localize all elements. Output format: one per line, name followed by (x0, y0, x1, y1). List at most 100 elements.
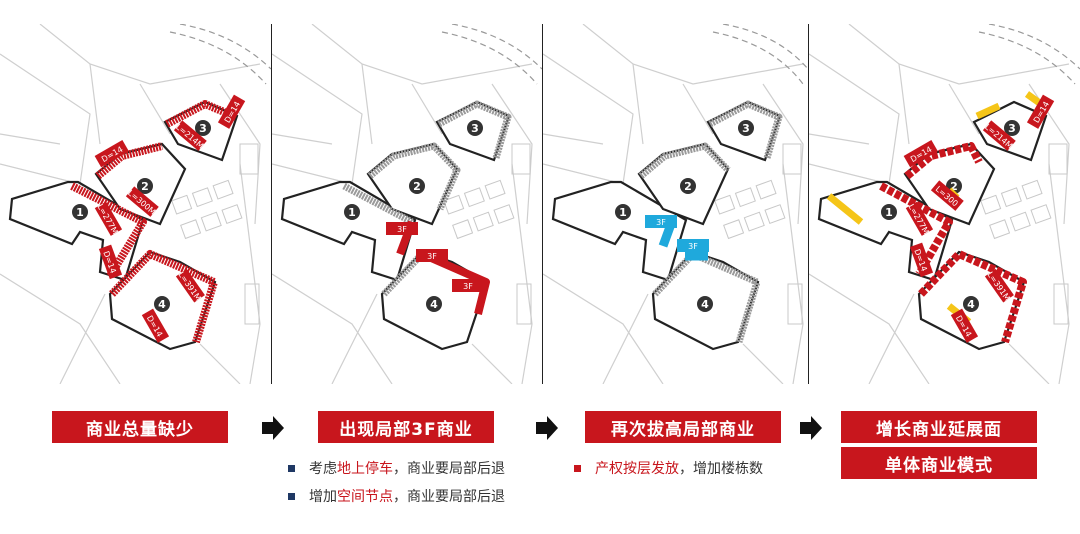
plan-label: 3F (416, 249, 448, 262)
plan-label-bg (175, 268, 205, 303)
commercial-strip (381, 251, 425, 297)
neighbor-building (191, 187, 213, 208)
plan-label-text: 3F (427, 252, 437, 261)
plan-label-text: 3F (688, 242, 698, 251)
road-line (543, 53, 634, 185)
road-line (898, 63, 910, 145)
bullet-square-icon (574, 464, 581, 472)
neighbor-building (212, 179, 234, 200)
neighbor-building (452, 219, 474, 240)
dashed-road (978, 31, 1076, 85)
plot-number: 1 (348, 206, 356, 219)
neighbor-building (484, 179, 506, 200)
neighbor-building (1053, 283, 1069, 325)
road-network (272, 24, 542, 384)
plot-number: 1 (76, 206, 84, 219)
plot-marker-circle (680, 178, 696, 194)
neighbor-building (764, 204, 786, 225)
road-line (632, 63, 644, 145)
neighbor-building (1048, 143, 1068, 175)
step-1-banner: 商业总量缺少 (52, 411, 228, 443)
plan-label-bg (909, 242, 934, 278)
neighbor-building (1009, 211, 1031, 232)
plan-label-bg (905, 201, 934, 236)
neighbor-building (714, 194, 736, 215)
plot-number-marker: 4 (154, 296, 170, 312)
step-4-sub-banner: 单体商业模式 (841, 447, 1037, 479)
plot-marker-circle (881, 204, 897, 220)
neighbor-buildings (980, 143, 1069, 325)
yellow-commercial-block (975, 102, 1001, 120)
road-line (848, 24, 1070, 85)
dashed-road (179, 24, 271, 70)
road-line (0, 273, 121, 384)
plot-number-marker: 1 (615, 204, 631, 220)
plot-number-marker: 2 (137, 178, 153, 194)
commercial-strip (95, 142, 163, 180)
commercial-strip (367, 142, 461, 211)
plan-label-bg (452, 279, 484, 292)
road-line (272, 133, 333, 145)
note-text: ，商业要局部后退 (393, 461, 505, 477)
plan-label-bg (984, 268, 1014, 303)
plot-marker-circle (154, 296, 170, 312)
plot-marker-circle (738, 120, 754, 136)
plot-marker-circle (409, 178, 425, 194)
dashed-road (169, 31, 267, 85)
plan-label-text: 3F (397, 225, 407, 234)
road-line (0, 53, 91, 185)
step-3-banner: 再次拔高局部商业 (585, 411, 781, 443)
plot-number: 4 (430, 298, 438, 311)
plan-label-bg (94, 139, 129, 168)
plan-label-bg (930, 180, 964, 211)
neighbor-building (755, 179, 777, 200)
panel-divider (542, 24, 543, 384)
neighbor-building (1030, 204, 1052, 225)
dashed-road (988, 24, 1080, 70)
road-line (239, 163, 261, 384)
step-2-note-2: 增加空间节点，商业要局部后退 (288, 486, 505, 506)
road-line (199, 343, 241, 384)
plot-marker-circle (137, 178, 153, 194)
neighbor-building (472, 211, 494, 232)
step-3-note-1: 产权按层发放，增加楼栋数 (574, 458, 763, 478)
road-line (543, 273, 664, 384)
neighbor-building (463, 187, 485, 208)
road-line (89, 63, 101, 145)
plot-number-marker: 4 (697, 296, 713, 312)
road-line (682, 83, 714, 135)
plan-label-bg (903, 139, 938, 168)
road-line (948, 83, 980, 135)
plot-marker-circle (72, 204, 88, 220)
plot-number: 3 (1008, 122, 1016, 135)
note-text: ，商业要局部后退 (393, 489, 505, 505)
plot-number: 2 (413, 180, 421, 193)
plot-number: 3 (471, 122, 479, 135)
plot-number-marker: 3 (1004, 120, 1020, 136)
road-line (0, 133, 61, 145)
red-unit-modules (918, 250, 1027, 344)
road-line (1008, 343, 1050, 384)
commercial-strip (437, 100, 512, 159)
road-line (582, 24, 804, 85)
plot-number: 3 (199, 122, 207, 135)
plot-marker-circle (426, 296, 442, 312)
neighbor-building (782, 143, 802, 175)
neighbor-buildings (443, 143, 532, 325)
commercial-strip (342, 182, 414, 226)
plan-label-bg (982, 120, 1016, 151)
road-line (868, 293, 915, 384)
note-text: 考虑 (309, 461, 337, 477)
bullet-square-icon (288, 492, 295, 500)
road-line (331, 293, 378, 384)
plot-number-marker: 4 (963, 296, 979, 312)
plot-number-marker: 1 (344, 204, 360, 220)
road-line (782, 163, 804, 384)
neighbor-building (980, 194, 1002, 215)
plot-number: 1 (619, 206, 627, 219)
neighbor-building (516, 283, 532, 325)
right-arrow-icon (262, 416, 284, 440)
road-line (543, 133, 604, 145)
plan-label-bg (94, 201, 123, 236)
